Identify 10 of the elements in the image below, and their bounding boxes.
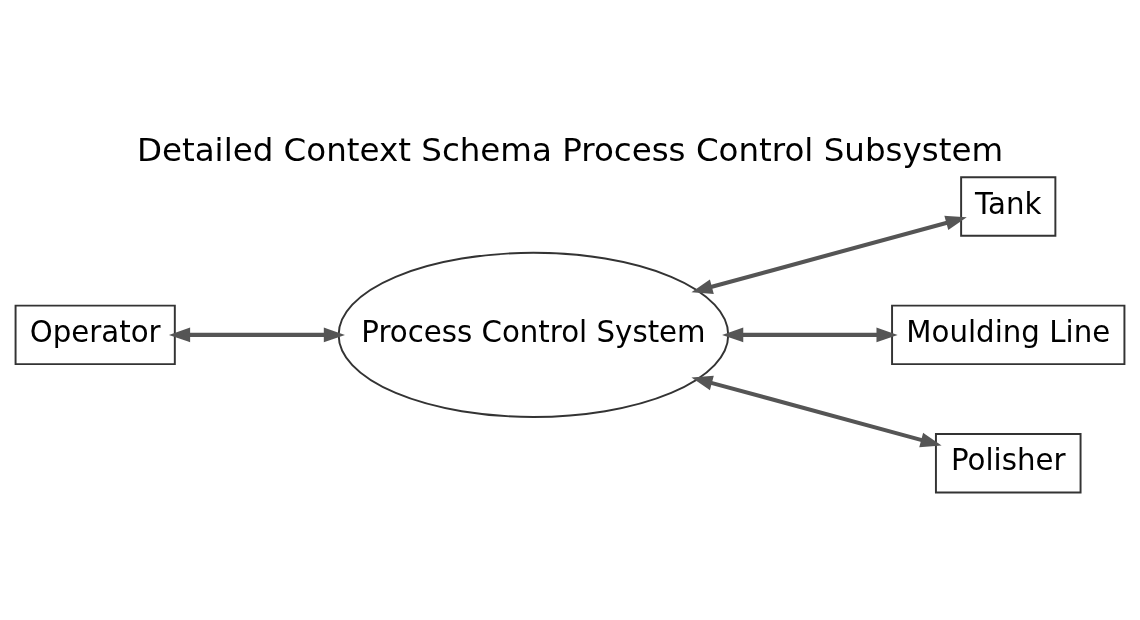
node-box: Operator xyxy=(14,304,176,365)
node-box: Moulding Line xyxy=(891,304,1126,365)
node-box: Polisher xyxy=(934,432,1082,493)
node-ellipse: Process Control System xyxy=(337,251,730,418)
node-box: Tank xyxy=(960,175,1057,237)
diagram-title: Detailed Context Schema Process Control Subsystem xyxy=(136,130,1004,169)
arrow xyxy=(168,326,345,342)
arrow xyxy=(722,326,898,342)
arrow xyxy=(691,215,967,294)
arrow xyxy=(691,375,942,447)
